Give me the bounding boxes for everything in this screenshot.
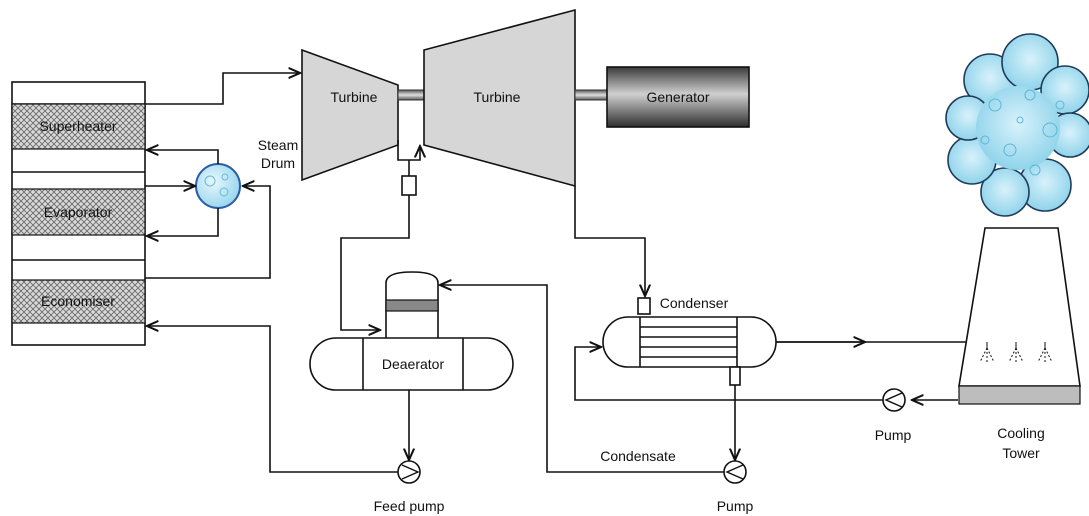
economiser-to-drum-line [145, 186, 271, 279]
exhaust-to-condenser-line [574, 186, 645, 296]
generator: Generator [606, 66, 750, 128]
steam-drum: Steam Drum [195, 137, 298, 209]
hp-turbine-label: Turbine [331, 89, 378, 105]
cooling-pump-label: Pump [875, 427, 912, 443]
generator-label: Generator [646, 89, 709, 105]
condensate-pump: Pump [717, 460, 754, 514]
economiser-label: Economiser [41, 293, 115, 309]
generator-shaft [574, 89, 608, 101]
cooling-tower: Cooling Tower [958, 227, 1081, 461]
hp-turbine [301, 48, 399, 182]
economiser-section [11, 279, 146, 324]
drum-to-superheater-line [147, 150, 219, 164]
condenser: Condenser [602, 295, 777, 386]
cooling-tower-label-line1: Cooling [997, 425, 1044, 441]
condensate-to-deaerator-line [440, 285, 724, 473]
superheater-label: Superheater [39, 118, 116, 134]
condensate-label: Condensate [600, 448, 676, 464]
superheater-section [11, 103, 146, 150]
condensate-pump-label: Pump [717, 498, 754, 514]
condenser-outlet [729, 366, 741, 386]
extraction-to-deaerator-line [340, 195, 410, 330]
feed-pump-label: Feed pump [374, 498, 445, 514]
steam-drum-vessel [195, 163, 241, 209]
generator-body [606, 66, 750, 128]
main-steam-line [145, 73, 300, 105]
steam-plume-bubbles [980, 89, 1065, 176]
turbine-shaft [397, 89, 425, 101]
turbines: Turbine Turbine [301, 8, 576, 188]
crossover-line [397, 140, 420, 161]
deaerator-tray [385, 299, 439, 312]
cooling-tower-basin [958, 385, 1081, 405]
evaporator-label: Evaporator [44, 204, 113, 220]
condenser-shell [602, 316, 777, 368]
cooling-tower-shell [958, 227, 1081, 387]
deaerator-label: Deaerator [382, 356, 445, 372]
deaerator: Deaerator [309, 271, 514, 391]
boiler: Superheater Evaporator Economiser [11, 81, 146, 346]
steam-drum-label-line1: Steam [258, 137, 298, 153]
condenser-label: Condenser [660, 295, 729, 311]
cooling-tower-label-line2: Tower [1002, 445, 1040, 461]
cooling-pump: Pump [875, 388, 912, 443]
feed-pump: Feed pump [374, 460, 445, 514]
steam-drum-label-line2: Drum [261, 155, 295, 171]
pump-to-condenser-line [574, 347, 883, 401]
condenser-inlet [637, 297, 651, 315]
steam-plume-icon [945, 33, 1089, 217]
evaporator-section [11, 188, 146, 236]
spray-nozzles [979, 342, 1053, 363]
lp-turbine-label: Turbine [474, 89, 521, 105]
feedwater-to-economiser-line [147, 326, 398, 473]
drum-to-evaporator-line [147, 208, 219, 236]
extraction-valve [401, 175, 417, 196]
